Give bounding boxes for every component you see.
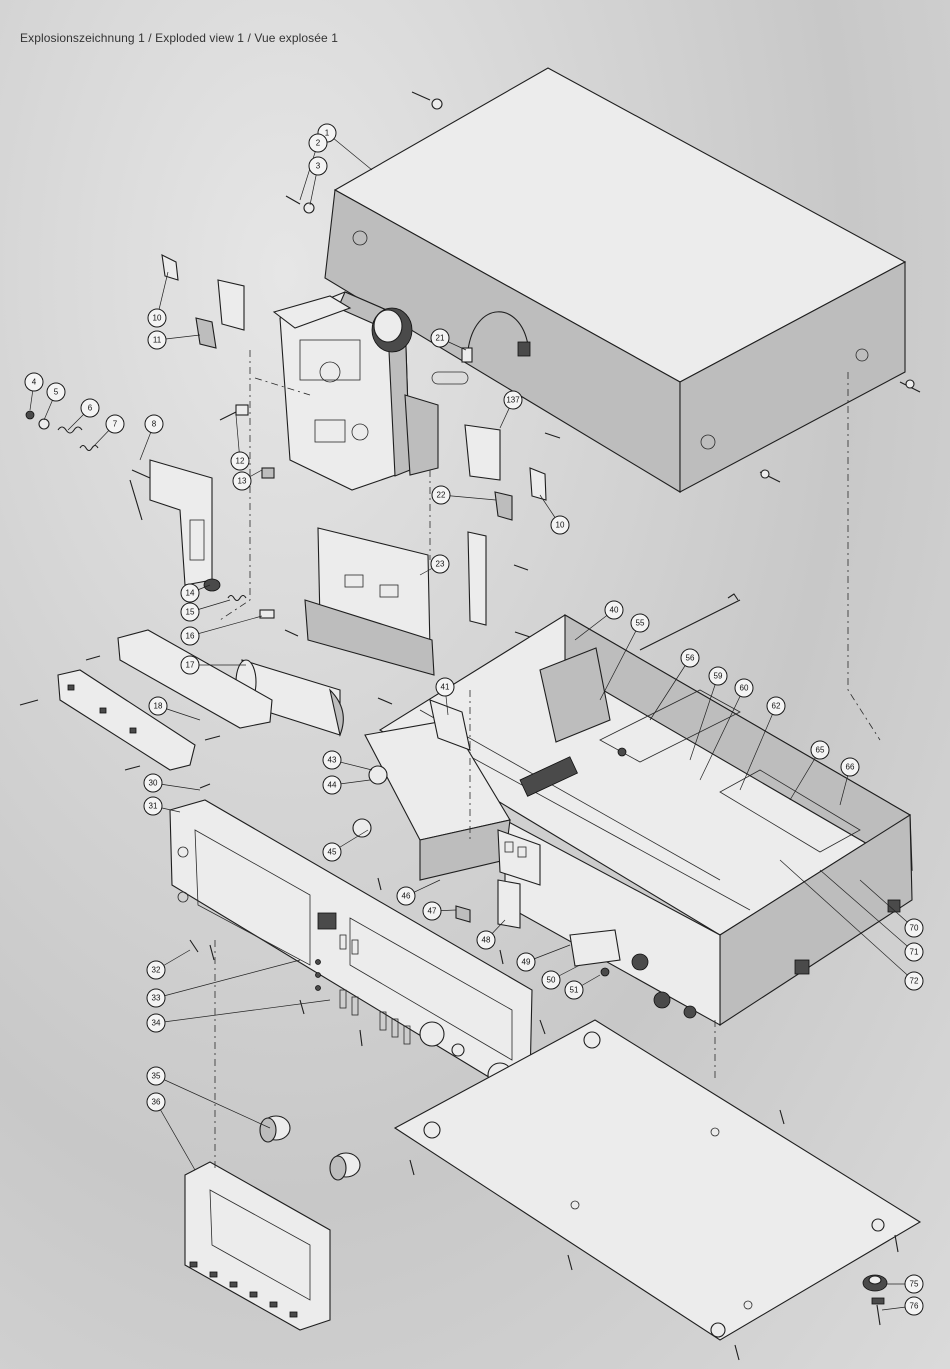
callout-10: 10 [540,495,569,534]
callout-number: 15 [186,608,195,617]
callout-number: 47 [428,907,437,916]
callout-number: 4 [32,378,37,387]
knob-shaft-parts [204,579,274,618]
callout-number: 16 [186,632,195,641]
callout-number: 3 [316,162,321,171]
callout-number: 2 [316,139,321,148]
callout-75: 75 [887,1275,923,1293]
callout-3: 3 [309,157,327,205]
callout-number: 55 [636,619,645,628]
callout-leader-line [156,1076,270,1128]
bottom-plate [395,1020,920,1360]
callout-51: 51 [565,975,600,999]
cassette-door-frame [285,528,434,704]
callout-number: 51 [570,986,579,995]
callout-number: 60 [740,684,749,693]
callout-number: 59 [714,672,723,681]
left-side-bracket [26,255,244,585]
callout-number: 1 [325,129,330,138]
callout-number: 33 [152,994,161,1003]
callout-number: 18 [154,702,163,711]
callout-number: 56 [686,654,695,663]
callout-46: 46 [397,880,440,905]
callout-47: 47 [423,902,456,920]
callout-32: 32 [147,950,190,979]
callout-number: 43 [328,756,337,765]
callout-number: 34 [152,1019,161,1028]
callout-30: 30 [144,774,200,792]
callout-76: 76 [882,1297,923,1315]
callout-number: 66 [846,763,855,772]
knobs [260,1116,360,1180]
foot-parts [863,1275,887,1325]
callout-number: 7 [113,420,118,429]
callout-number: 23 [436,560,445,569]
callout-leader-line [190,616,262,636]
callout-4: 4 [25,373,43,410]
callout-number: 21 [436,334,445,343]
front-bracket [20,630,272,788]
callout-11: 11 [148,331,200,349]
callout-137: 137 [500,391,522,428]
callout-leader-line [156,960,300,998]
callout-number: 8 [152,420,157,429]
callout-number: 70 [910,924,919,933]
callout-34: 34 [147,1000,330,1032]
callout-number: 22 [437,491,446,500]
callout-number: 137 [506,396,520,405]
callout-22: 22 [432,486,496,504]
callout-13: 13 [233,470,262,490]
callout-number: 48 [482,936,491,945]
callout-number: 62 [772,702,781,711]
callout-44: 44 [323,776,370,794]
callout-number: 45 [328,848,337,857]
callout-number: 75 [910,1280,919,1289]
callout-48: 48 [477,920,505,949]
callout-leader-line [156,1000,330,1023]
callout-43: 43 [323,751,372,770]
callout-5: 5 [44,383,65,420]
callout-number: 14 [186,589,195,598]
callout-number: 65 [816,746,825,755]
callout-number: 17 [186,661,195,670]
callout-number: 13 [238,477,247,486]
callout-number: 49 [522,958,531,967]
callout-14: 14 [181,584,210,602]
callout-36: 36 [147,1093,195,1170]
callout-number: 6 [88,404,93,413]
callout-8: 8 [140,415,163,460]
callout-number: 12 [236,457,245,466]
callout-number: 11 [153,336,162,345]
callout-number: 46 [402,892,411,901]
callout-number: 32 [152,966,161,975]
callout-10: 10 [148,272,168,327]
cassette-door [185,1162,330,1330]
callout-number: 31 [149,802,158,811]
callout-number: 44 [328,781,337,790]
callout-49: 49 [517,945,570,971]
callout-number: 5 [54,388,59,397]
callout-number: 10 [556,521,565,530]
callout-33: 33 [147,960,300,1007]
callout-number: 76 [910,1302,919,1311]
callout-number: 40 [610,606,619,615]
callout-number: 10 [153,314,162,323]
callout-6: 6 [68,399,99,430]
callout-7: 7 [92,415,124,448]
callout-leader-line [156,1102,195,1170]
callout-number: 41 [441,683,450,692]
callout-number: 50 [547,976,556,985]
callout-number: 72 [910,977,919,986]
callout-number: 30 [149,779,158,788]
callout-12: 12 [231,415,249,470]
callout-number: 35 [152,1072,161,1081]
callout-15: 15 [181,600,230,621]
callout-number: 36 [152,1098,161,1107]
callout-number: 71 [910,948,919,957]
right-head-bracket [465,425,560,637]
